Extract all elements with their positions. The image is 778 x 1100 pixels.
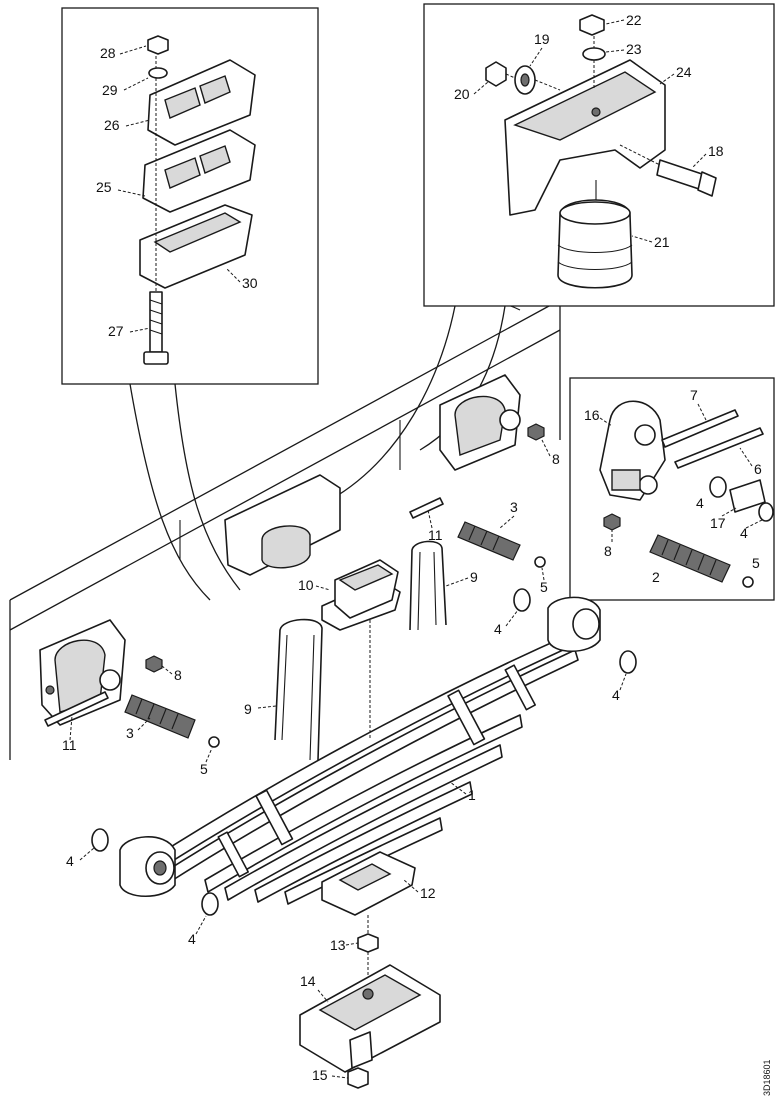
spring-tray-30 [139,204,253,289]
spring-pin-3-left [124,694,196,739]
washer-4-inset [709,476,727,498]
callout-4c: 4 [696,495,704,511]
callout-18: 18 [708,143,724,159]
callout-8c: 8 [604,543,612,559]
callout-30: 30 [242,275,258,291]
callout-13: 13 [330,937,346,953]
callout-23: 23 [626,41,642,57]
callout-14: 14 [300,973,316,989]
callout-8b: 8 [552,451,560,467]
callout-24: 24 [676,64,692,80]
nut-8-right [527,423,545,441]
callout-28: 28 [100,45,116,61]
mount-bracket-24 [504,59,666,216]
callout-4e: 4 [494,621,502,637]
nut-15 [347,1067,369,1089]
shackle-pin-6 [674,427,764,469]
washer-23 [582,47,606,61]
axle-seat-14 [299,964,441,1073]
callout-1: 1 [468,787,476,803]
callout-22: 22 [626,12,642,28]
callout-5a: 5 [200,761,208,777]
nut-8-left [145,655,163,673]
callout-17: 17 [710,515,726,531]
grease-nipple-5-left [208,736,220,748]
spacer-block-10 [321,559,401,631]
leaf-spring-1 [119,596,601,905]
washer-29 [148,67,168,79]
inset-spacer-pads: 28 29 26 25 30 27 [61,7,319,601]
callout-3b: 3 [510,499,518,515]
u-bolt-9-left [274,618,323,761]
grease-nipple-5-inset [742,576,754,588]
callout-4f: 4 [612,687,620,703]
nut-20 [485,61,507,87]
callout-11a: 11 [62,737,77,753]
washer-19 [514,65,536,95]
spring-seat-plate-12 [321,851,416,916]
callout-16: 16 [584,407,600,423]
callout-19: 19 [534,31,550,47]
spacer-pad-25 [142,129,256,213]
inset-rear-hanger: 16 7 6 4 17 4 8 2 5 [569,377,775,601]
callout-4d: 4 [740,525,748,541]
shackle-pin-7 [661,409,739,448]
grease-nipple-5-right [534,556,546,568]
callout-7: 7 [690,387,698,403]
washer-4-inset-b [758,502,774,522]
inset-rubber-mount: 22 23 19 20 24 18 21 [329,3,775,501]
bolt-11-left [44,691,109,727]
callout-9b: 9 [470,569,478,585]
callout-9a: 9 [244,701,252,717]
spring-pin-2 [649,534,731,583]
washer-4-left-rear [201,892,219,916]
bolt-27 [143,291,169,365]
callout-25: 25 [96,179,112,195]
callout-5b: 5 [540,579,548,595]
callout-8a: 8 [174,667,182,683]
spring-hanger-16 [599,400,666,501]
callout-4a: 4 [66,853,74,869]
washer-4-right-front [513,588,531,612]
callout-21: 21 [654,234,670,250]
nut-13 [357,933,379,953]
callout-11b: 11 [428,527,443,543]
callout-2: 2 [652,569,660,585]
bushing-17 [729,479,766,513]
callout-20: 20 [454,86,470,102]
nut-22 [579,14,605,36]
callout-10: 10 [298,577,314,593]
washer-4-right-rear [619,650,637,674]
callout-6: 6 [754,461,762,477]
rubber-mount-21 [557,180,633,289]
callout-15: 15 [312,1067,328,1083]
nut-28 [147,35,169,55]
callout-26: 26 [104,117,120,133]
callout-27: 27 [108,323,124,339]
spring-pin-3-right [457,521,521,561]
washer-4-left-front [91,828,109,852]
u-bolt-9-right [409,540,447,631]
bolt-11-right [409,497,444,519]
frame-rail [9,299,561,760]
callout-4b: 4 [188,931,196,947]
bolt-18 [656,159,717,197]
drawing-code: 3D18601 [762,1059,772,1096]
callout-5c: 5 [752,555,760,571]
nut-8-inset [603,513,621,531]
callout-12: 12 [420,885,436,901]
callout-29: 29 [102,82,118,98]
frame-mount-center [224,474,341,576]
callout-3a: 3 [126,725,134,741]
spacer-pad-26 [147,59,256,146]
rear-spring-hanger [439,374,521,471]
